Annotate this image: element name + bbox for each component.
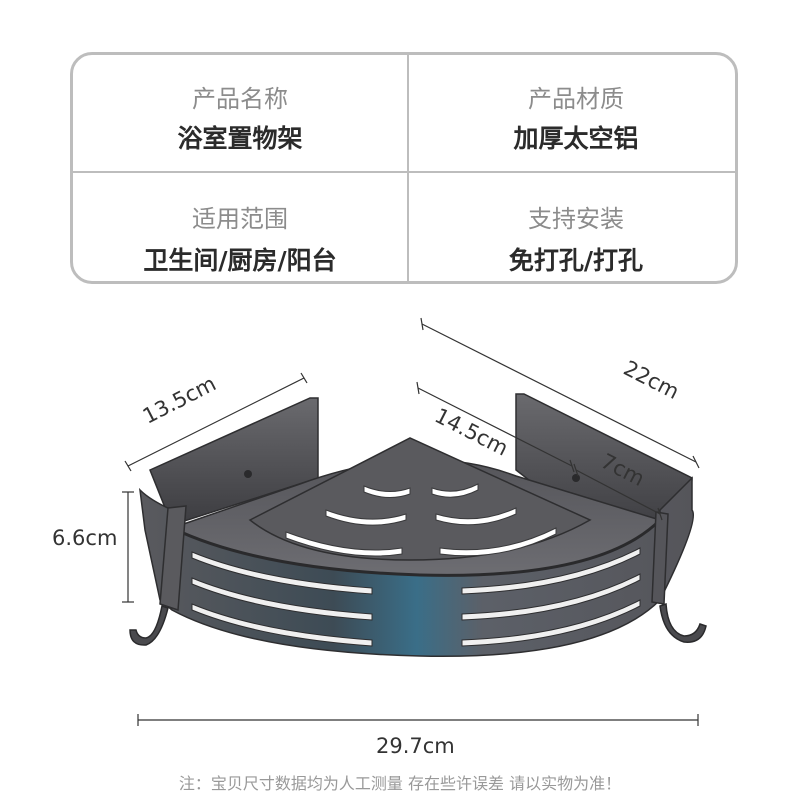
- spec-value: 免打孔/打孔: [508, 246, 644, 275]
- dimension-lines: [122, 317, 700, 726]
- drain-slots: [285, 483, 557, 557]
- spec-label: 产品名称: [192, 85, 288, 113]
- front-slots: [191, 547, 641, 647]
- spec-cell-install: 支持安装 免打孔/打孔: [409, 173, 743, 289]
- hook-right: [659, 602, 707, 643]
- drain-plate: [248, 437, 592, 561]
- dim-total-width: 29.7cm: [376, 734, 455, 758]
- spec-cell-scope: 适用范围 卫生间/厨房/阳台: [73, 173, 407, 289]
- spec-value: 卫生间/厨房/阳台: [143, 246, 337, 275]
- spec-cell-name: 产品名称 浴室置物架: [73, 55, 407, 171]
- hook-left: [129, 605, 169, 646]
- post-left: [159, 505, 187, 612]
- table-divider-horizontal: [73, 171, 735, 173]
- dim-height: 6.6cm: [52, 526, 118, 550]
- spec-table: 产品名称 浴室置物架 产品材质 加厚太空铝 适用范围 卫生间/厨房/阳台 支持安…: [70, 52, 738, 284]
- measurement-note: 注：宝贝尺寸数据均为人工测量 存在些许误差 请以实物为准！: [178, 774, 622, 793]
- corner-shelf-illustration: [122, 317, 707, 726]
- mount-hole-right: [572, 474, 580, 482]
- spec-label: 支持安装: [528, 205, 624, 233]
- spec-label: 适用范围: [192, 205, 288, 233]
- spec-cell-material: 产品材质 加厚太空铝: [409, 55, 743, 171]
- spec-value: 加厚太空铝: [513, 124, 639, 153]
- table-divider-vertical: [407, 55, 409, 281]
- mount-hole-left: [244, 470, 252, 478]
- spec-value: 浴室置物架: [177, 124, 303, 153]
- spec-label: 产品材质: [528, 85, 624, 113]
- front-rim: [171, 518, 662, 577]
